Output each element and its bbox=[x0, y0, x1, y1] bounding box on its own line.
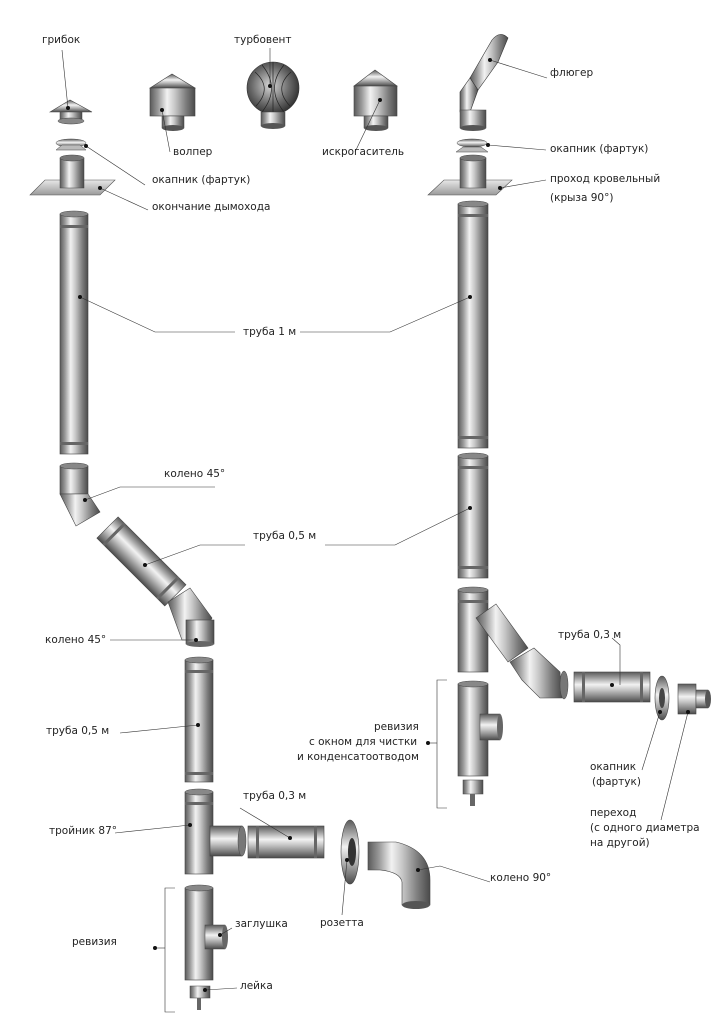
koleno-45-top bbox=[59, 462, 101, 527]
okapnik-right bbox=[455, 138, 489, 153]
label-okapnik-bottom-2: (фартук) bbox=[592, 776, 641, 788]
turbovent-cap bbox=[246, 61, 300, 129]
label-koleno45-top: колено 45° bbox=[164, 468, 226, 480]
truba-05-diagonal bbox=[96, 516, 187, 607]
perekhod bbox=[677, 683, 711, 715]
label-prokhod-line2: (крыза 90°) bbox=[550, 192, 614, 204]
label-reviziya-right-2: с окном для чистки bbox=[309, 736, 418, 748]
gribok-cap bbox=[48, 99, 93, 125]
koleno-right bbox=[509, 647, 569, 700]
label-volper: волпер bbox=[173, 146, 213, 158]
truba-05-right bbox=[457, 452, 489, 579]
label-gribok: грибок bbox=[42, 34, 81, 46]
leader-dots bbox=[66, 58, 690, 992]
label-reviziya-right-3: и конденсатоотводом bbox=[297, 751, 419, 763]
prokhod-krovelnyy bbox=[427, 154, 513, 196]
label-flyuger: флюгер bbox=[550, 67, 594, 79]
label-troynik: тройник 87° bbox=[49, 825, 118, 837]
label-reviziya-right-1: ревизия bbox=[374, 721, 419, 733]
truba-1m-left bbox=[59, 210, 89, 455]
label-truba-1m: труба 1 м bbox=[243, 326, 297, 338]
reviziya-left bbox=[184, 884, 228, 981]
label-prokhod-line1: проход кровельный bbox=[550, 173, 661, 185]
label-truba-03-right: труба 0,3 м bbox=[558, 629, 622, 641]
label-leyka: лейка bbox=[240, 980, 273, 992]
label-turbovent: турбовент bbox=[234, 34, 292, 46]
koleno-45-bottom bbox=[167, 587, 215, 647]
truba-1m-right bbox=[457, 200, 489, 449]
rozetta bbox=[340, 819, 360, 885]
reviziya-right bbox=[457, 680, 503, 806]
label-truba-03-left: труба 0,3 м bbox=[243, 790, 307, 802]
troynik-right bbox=[457, 586, 529, 673]
label-reviziya-left: ревизия bbox=[72, 936, 117, 948]
label-perekhod-1: переход bbox=[590, 807, 637, 819]
label-koleno90: колено 90° bbox=[490, 872, 552, 884]
okonchanie-dymokhoda bbox=[29, 154, 116, 196]
label-iskrogasitel: искрогаситель bbox=[322, 146, 405, 158]
label-perekhod-3: на другой) bbox=[590, 837, 650, 849]
okapnik-left bbox=[55, 138, 87, 151]
label-okapnik-left: окапник (фартук) bbox=[152, 174, 251, 186]
label-rozetta: розетта bbox=[320, 917, 364, 929]
label-perekhod-2: (с одного диаметра bbox=[590, 822, 700, 834]
label-okapnik-bottom-1: окапник bbox=[590, 761, 637, 773]
label-okapnik-right: окапник (фартук) bbox=[550, 143, 649, 155]
label-truba-05-left: труба 0,5 м bbox=[46, 725, 110, 737]
truba-05-left bbox=[184, 656, 214, 783]
volper-cap bbox=[148, 73, 197, 131]
truba-03-left bbox=[247, 825, 325, 859]
flyuger-cap bbox=[459, 34, 509, 131]
label-truba-05-top: труба 0,5 м bbox=[253, 530, 317, 542]
iskrogasitel-cap bbox=[353, 69, 398, 131]
label-zaglushka: заглушка bbox=[235, 918, 288, 930]
okapnik-bottom-right bbox=[654, 675, 670, 721]
label-koleno45-bottom: колено 45° bbox=[45, 634, 107, 646]
label-okonchanie: окончание дымохода bbox=[152, 201, 271, 213]
troynik-87 bbox=[184, 788, 247, 875]
koleno-90 bbox=[367, 841, 431, 909]
